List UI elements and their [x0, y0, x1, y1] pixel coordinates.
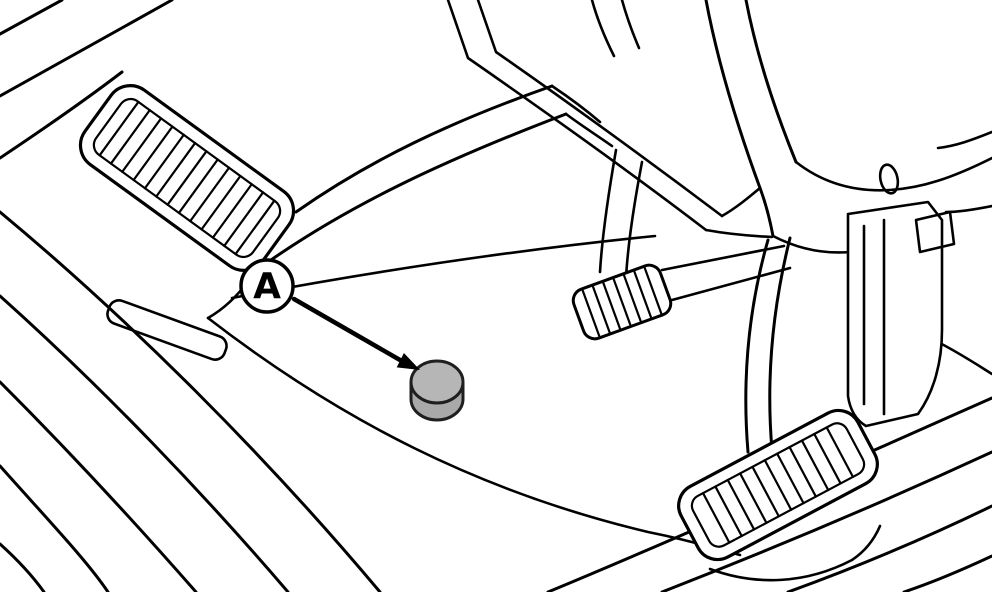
callout-a: A	[239, 258, 420, 370]
dash-edge	[476, 0, 724, 218]
left-trim-hatching	[0, 0, 174, 160]
trim-line	[0, 464, 110, 592]
right-pedal-arm	[744, 236, 792, 454]
pedal-arm-edge	[266, 112, 568, 264]
pedal-arm-edge	[294, 84, 554, 214]
column-edge	[704, 0, 775, 238]
grommet-top	[409, 359, 465, 405]
dash-panel-lines	[446, 0, 774, 239]
sill-line	[660, 450, 992, 592]
sill-line	[786, 504, 992, 592]
bracket-line	[720, 186, 762, 218]
bracket-line	[550, 84, 602, 124]
trim-line	[0, 542, 46, 592]
cowl-brace	[794, 156, 992, 192]
hatch-line	[0, 0, 64, 36]
pedal-arm-edge	[744, 238, 770, 454]
right-pedal-side	[708, 524, 882, 582]
accel-arm-edge	[598, 148, 618, 274]
leader-line	[291, 296, 403, 363]
bracket-line	[564, 112, 614, 148]
right-pedal-ribs	[701, 426, 855, 544]
right-pedal	[677, 408, 882, 582]
left-kick-panel-lines	[0, 210, 382, 592]
floor-grommet	[409, 359, 465, 422]
bracket-line	[620, 0, 641, 50]
sill-line	[902, 554, 992, 592]
body-line	[936, 130, 992, 150]
trim-step-outline	[106, 299, 228, 361]
left-pedal	[78, 84, 296, 272]
bracket-line	[590, 0, 616, 58]
hatch-line	[0, 70, 124, 160]
linkage-rod-edge	[660, 244, 786, 272]
hatch-line	[0, 0, 174, 98]
panel-outline	[846, 200, 944, 428]
bracket-line	[704, 228, 774, 239]
column-edge	[744, 0, 798, 164]
panel-notch	[914, 210, 956, 254]
cowl-brace	[771, 234, 852, 254]
accel-arm-edge	[624, 160, 644, 280]
left-pedal-ribs	[98, 100, 276, 256]
trim-line	[0, 294, 290, 592]
linkage-rod-edge	[670, 266, 792, 302]
trim-step	[106, 299, 228, 361]
body-line	[944, 204, 992, 214]
accel-pedal-stop	[571, 263, 673, 341]
callout-letter: A	[253, 266, 281, 307]
accelerator-linkage	[571, 148, 792, 341]
pedal-arm-edge	[768, 236, 792, 452]
trim-line	[0, 210, 382, 592]
dash-edge	[446, 0, 708, 232]
accel-stop-ribs	[581, 267, 663, 337]
floor-seam-lower	[206, 316, 742, 557]
leader-arrowhead	[396, 353, 420, 370]
cowl-hole	[878, 163, 900, 195]
trim-line	[0, 380, 198, 592]
callout-circle	[239, 258, 295, 314]
right-side-panel	[846, 200, 956, 428]
